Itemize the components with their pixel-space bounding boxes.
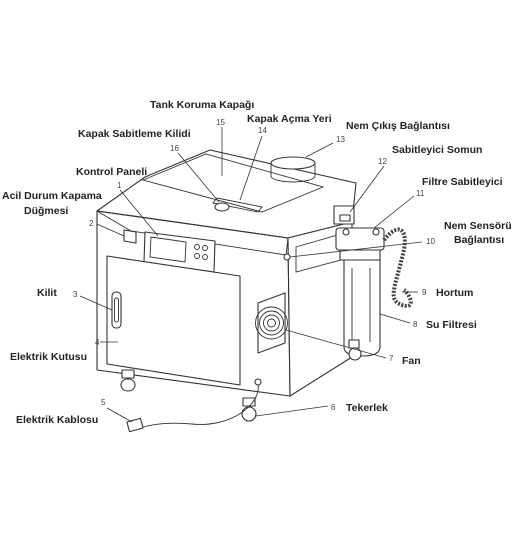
label-fixing-nut: Sabitleyici Somun: [392, 144, 482, 156]
label-filter-fixer: Filtre Sabitleyici: [422, 176, 503, 188]
tank-cover-inner: [141, 153, 325, 213]
fan-grille: [255, 306, 288, 340]
humidifier-unit: [96, 149, 413, 433]
label-fan: Fan: [402, 355, 421, 367]
mist-outlet: [270, 156, 316, 170]
callout-number: 16: [170, 144, 179, 153]
label-control-panel: Kontrol Paneli: [76, 166, 147, 178]
callout-numbers: 1 2 3 4 5 6 7 8 9 10 11 12 13 14 15 16: [73, 118, 435, 412]
label-water-filter: Su Filtresi: [426, 319, 477, 331]
callout-number: 10: [426, 237, 435, 246]
label-hose: Hortum: [436, 287, 473, 299]
wheel: [120, 369, 136, 392]
label-humidity-sensor-2: Bağlantısı: [454, 234, 504, 246]
callout-number: 4: [95, 338, 100, 347]
callout-number: 11: [416, 189, 425, 198]
lid-handle: [212, 197, 263, 213]
callout-number: 13: [336, 135, 345, 144]
lid-lock: [214, 202, 230, 212]
callout-number: 1: [117, 181, 122, 190]
electrical-box-door: [106, 255, 241, 386]
label-lid-lock: Kapak Sabitleme Kilidi: [78, 128, 191, 140]
label-emergency-stop: Acil Durum Kapama: [2, 190, 102, 202]
label-emergency-stop-2: Düğmesi: [24, 205, 68, 217]
fixing-nut: [339, 214, 351, 222]
fan: [257, 292, 286, 354]
label-power-cable: Elektrik Kablosu: [16, 414, 98, 426]
panel-button[interactable]: [194, 253, 200, 259]
power-cable: [139, 382, 259, 429]
label-wheel: Tekerlek: [346, 402, 388, 414]
panel-button[interactable]: [194, 244, 200, 250]
callout-number: 3: [73, 290, 78, 299]
control-display: [149, 236, 187, 263]
wheel: [348, 339, 362, 361]
callout-number: 8: [413, 320, 418, 329]
wheel: [241, 397, 257, 422]
filter-housing: [343, 259, 381, 357]
callout-number: 5: [101, 398, 106, 407]
callout-number: 12: [378, 157, 387, 166]
callout-number: 15: [216, 118, 225, 127]
label-electrical-box: Elektrik Kutusu: [10, 351, 87, 363]
callout-number: 7: [389, 354, 394, 363]
water-filter: [335, 227, 385, 357]
sensor-port: [283, 253, 291, 261]
callout-labels: Kontrol Paneli Acil Durum Kapama Düğmesi…: [2, 99, 512, 426]
callout-number: 9: [422, 288, 427, 297]
label-lock: Kilit: [37, 287, 57, 299]
callout-number: 14: [258, 126, 267, 135]
callout-number: 6: [331, 403, 336, 412]
emergency-stop-button[interactable]: [123, 229, 137, 244]
hose: [382, 227, 413, 308]
callout-number: 2: [89, 219, 94, 228]
door-lock[interactable]: [111, 291, 122, 329]
leader-lines: [79, 127, 423, 423]
label-lid-opening: Kapak Açma Yeri: [247, 113, 332, 125]
label-humidity-sensor: Nem Sensörü: [444, 220, 512, 232]
panel-button[interactable]: [202, 254, 208, 260]
panel-button[interactable]: [202, 245, 208, 251]
label-mist-outlet: Nem Çıkış Bağlantısı: [346, 120, 450, 132]
label-tank-cover: Tank Koruma Kapağı: [150, 99, 254, 111]
